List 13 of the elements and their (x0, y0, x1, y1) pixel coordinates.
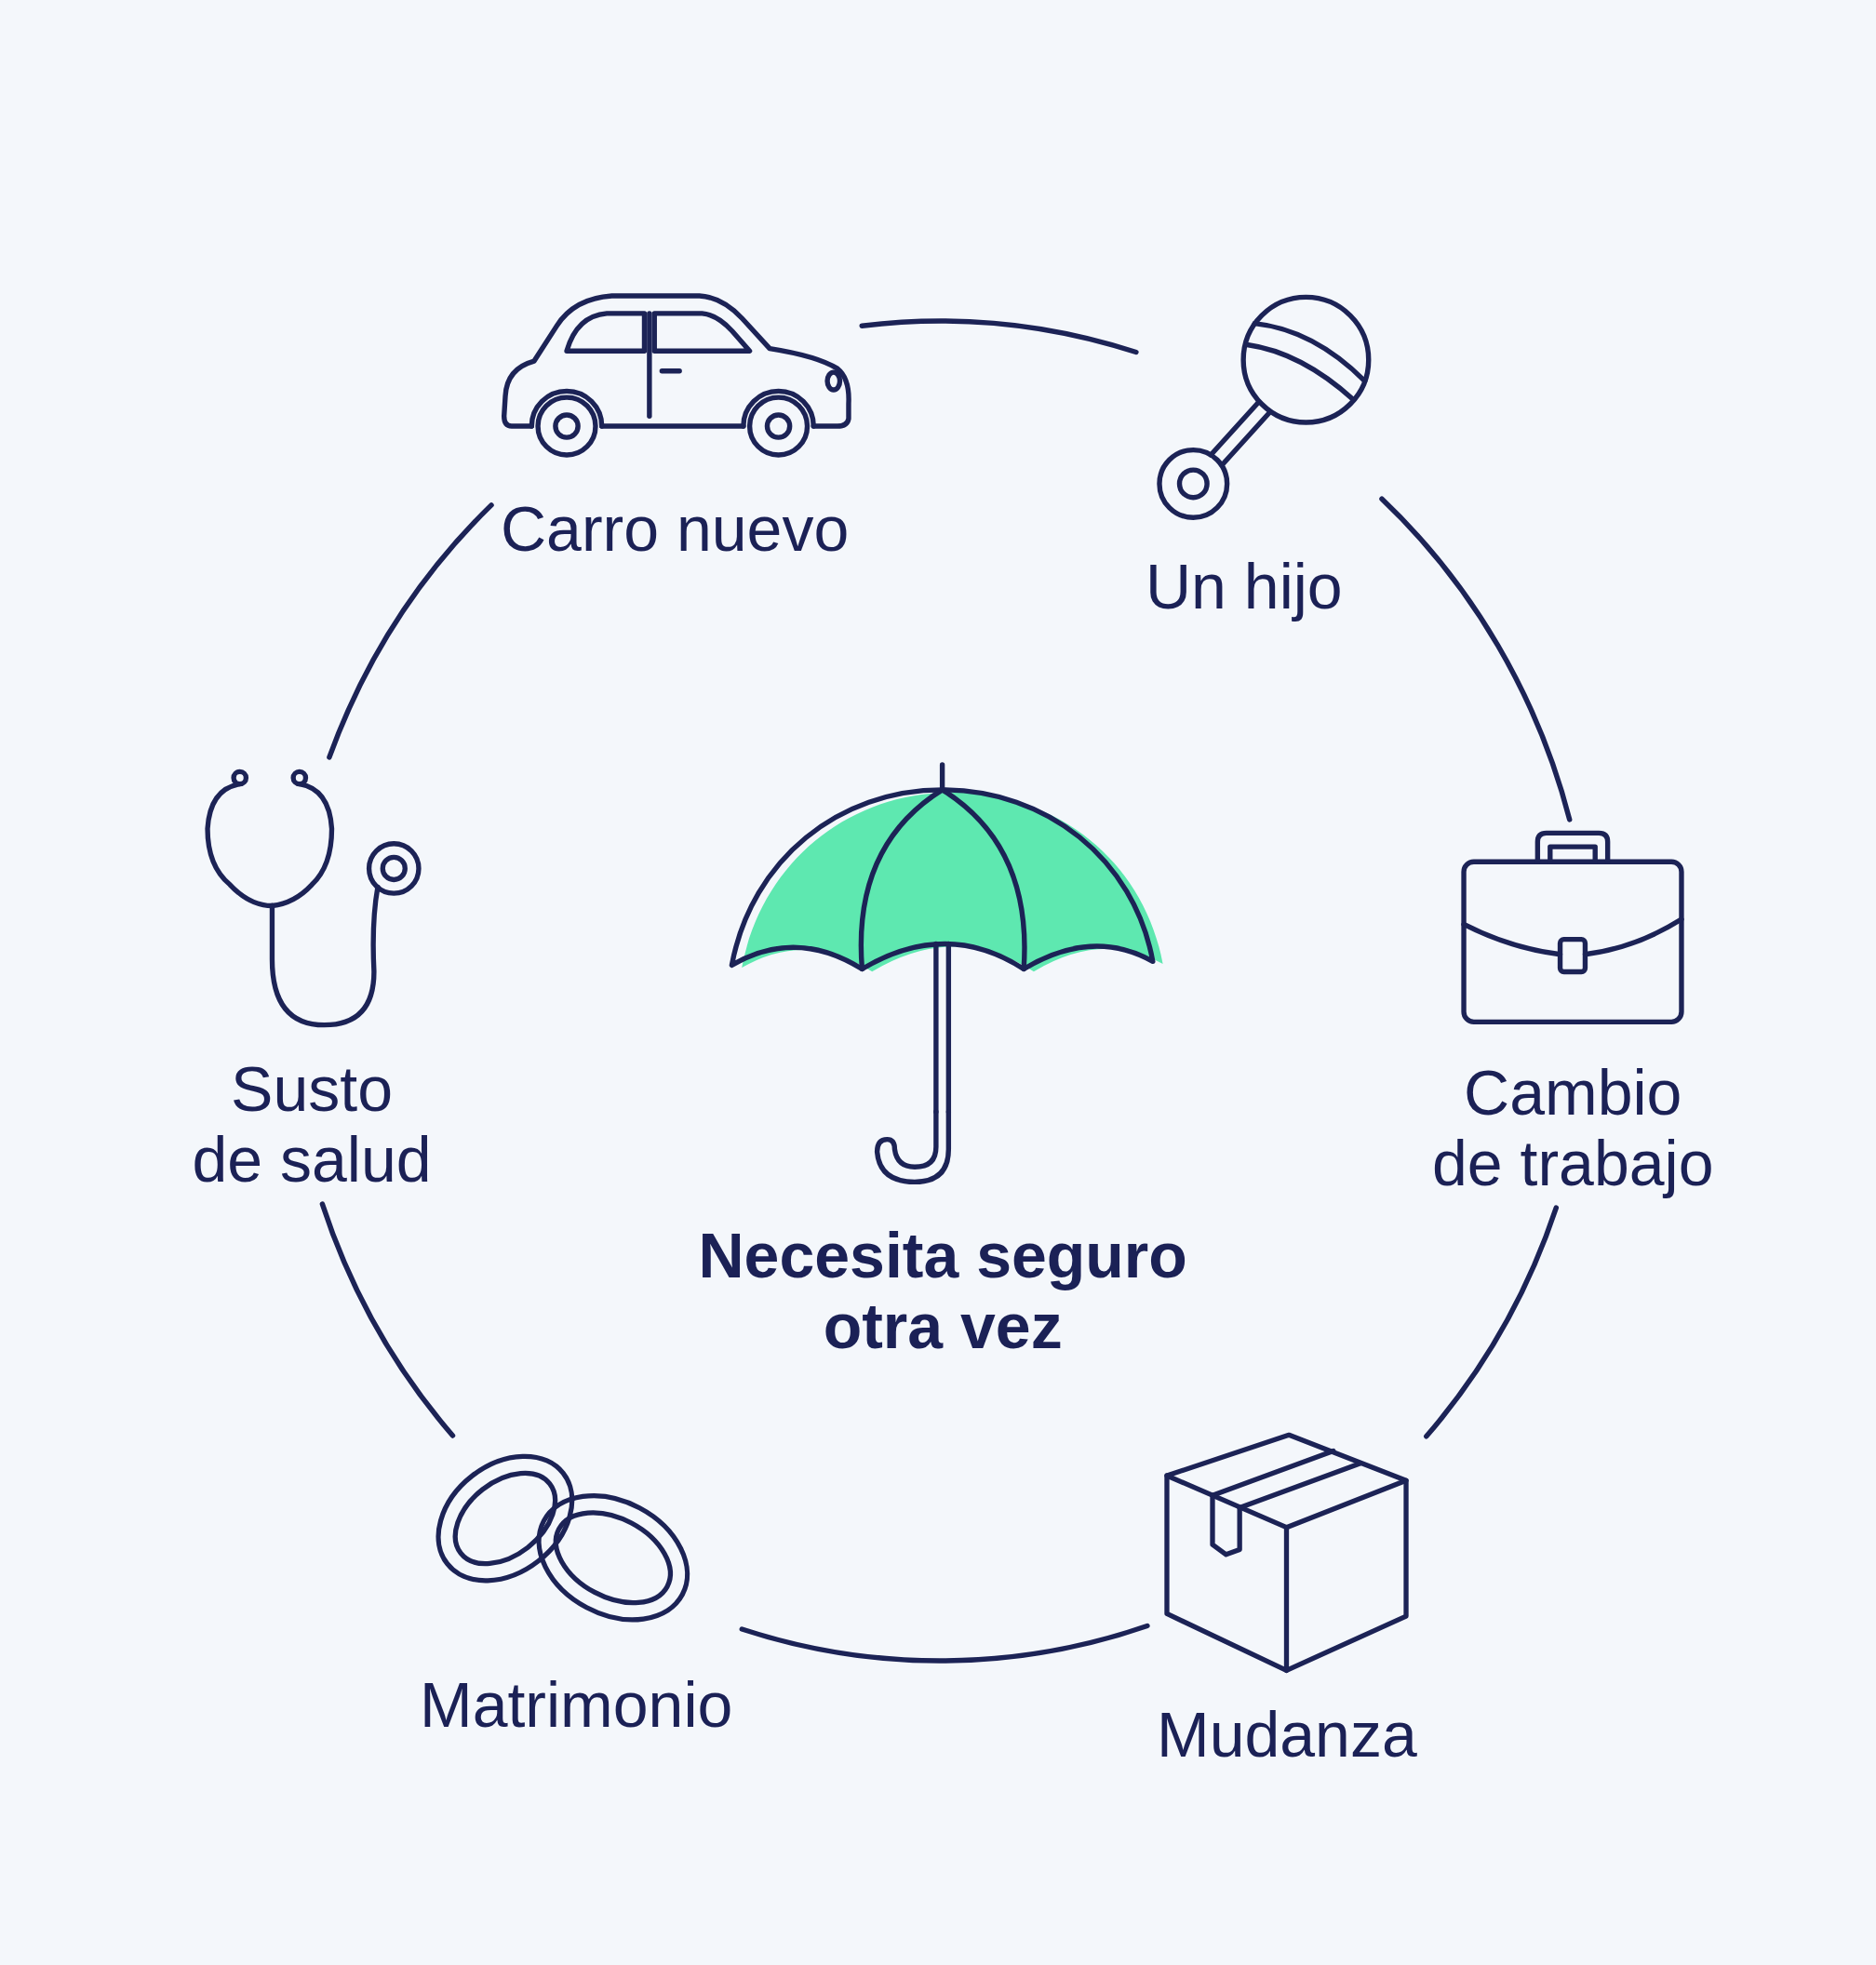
connector-arc (1424, 1205, 1560, 1439)
node-label: Carro nuevo (501, 493, 850, 564)
connector-arc (1379, 496, 1573, 822)
node-label: Susto de salud (192, 1053, 432, 1195)
node-label: Mudanza (1157, 1699, 1417, 1770)
node-label: Cambio de trabajo (1432, 1057, 1714, 1198)
node-label: Necesita seguro otra vez (698, 1220, 1187, 1361)
connector-arc (319, 1201, 456, 1438)
node-label: Un hijo (1146, 551, 1343, 622)
connector-arc (327, 502, 494, 760)
connector-arc (739, 1623, 1150, 1663)
connector-arc (859, 318, 1139, 355)
node-label: Matrimonio (420, 1669, 733, 1740)
